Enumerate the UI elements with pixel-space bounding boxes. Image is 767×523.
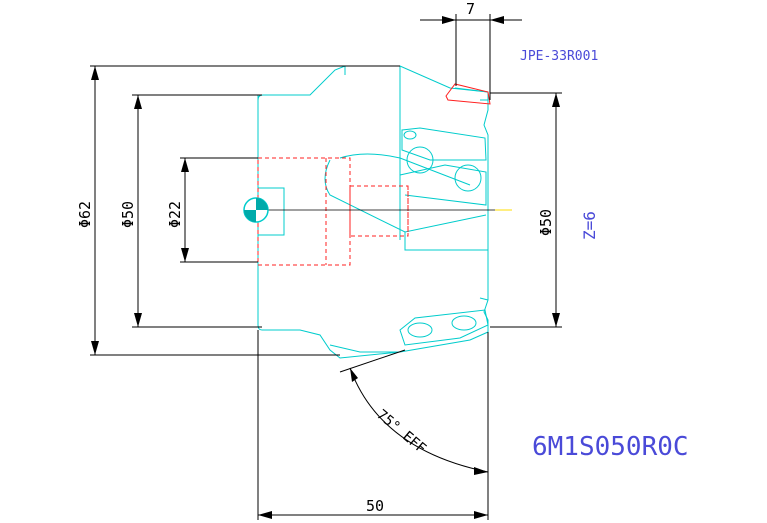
hidden-lines xyxy=(257,157,409,266)
dim-width-7 xyxy=(420,14,522,100)
dim-d62 xyxy=(90,65,400,356)
dim-length-50 xyxy=(257,330,489,520)
label-insert-code: JPE-33R001 xyxy=(520,49,598,64)
label-teeth: Z=6 xyxy=(580,211,599,240)
dim-d50-right xyxy=(490,92,562,328)
label-d62: Φ62 xyxy=(76,201,94,228)
label-d22: Φ22 xyxy=(166,201,184,228)
cutter-body-outline xyxy=(257,65,489,359)
center-mark-icon xyxy=(243,197,269,223)
label-d50-left: Φ50 xyxy=(119,201,137,228)
dim-angle xyxy=(339,349,489,475)
label-part-code: 6M1S050R0C xyxy=(532,432,689,462)
label-width-7: 7 xyxy=(466,0,475,18)
dim-d22 xyxy=(180,157,258,263)
label-length-50: 50 xyxy=(366,497,384,515)
insert-outline xyxy=(445,83,491,105)
dim-d50-left xyxy=(132,94,262,328)
label-angle: 75° EFF xyxy=(373,407,428,457)
label-d50-right: Φ50 xyxy=(537,209,555,236)
